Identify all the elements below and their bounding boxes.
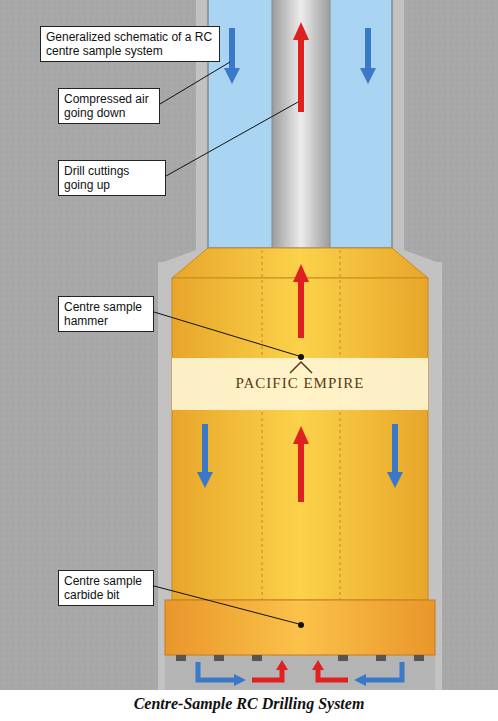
drill-pipe (208, 0, 392, 248)
leader-dot (298, 622, 304, 628)
leader-dot (298, 354, 304, 360)
title-text: Generalized schematic of a RC centre sam… (46, 30, 214, 58)
cuttings-arrow (293, 22, 309, 112)
inner-bore (262, 250, 263, 652)
callout-box: Centre sample hammer (58, 296, 154, 332)
bottom-flow (198, 660, 402, 686)
inner-tube (272, 0, 330, 248)
leader-line (154, 62, 299, 624)
logo-text: PACIFIC EMPIRE (172, 375, 428, 392)
ground (0, 0, 498, 690)
callout-box: Centre sample carbide bit (58, 570, 154, 606)
caption: Centre-Sample RC Drilling System (0, 695, 498, 713)
callout-text: Drill cuttings going up (64, 164, 160, 192)
carbide-bit (165, 600, 435, 655)
inner-bore (340, 250, 341, 652)
logo-band (172, 358, 428, 410)
callout-text: Compressed air going down (64, 92, 154, 120)
title-box: Generalized schematic of a RC centre sam… (40, 26, 220, 62)
air-arrow (197, 424, 403, 488)
callout-box: Drill cuttings going up (58, 160, 166, 196)
callout-text: Centre sample carbide bit (64, 574, 148, 602)
callout-box: Compressed air going down (58, 88, 160, 124)
borehole (196, 0, 404, 252)
callout-text: Centre sample hammer (64, 300, 148, 328)
logo-mark (290, 362, 312, 373)
carbide-button (176, 655, 424, 661)
hammer-body (172, 278, 428, 600)
hole-bottom (165, 655, 435, 690)
